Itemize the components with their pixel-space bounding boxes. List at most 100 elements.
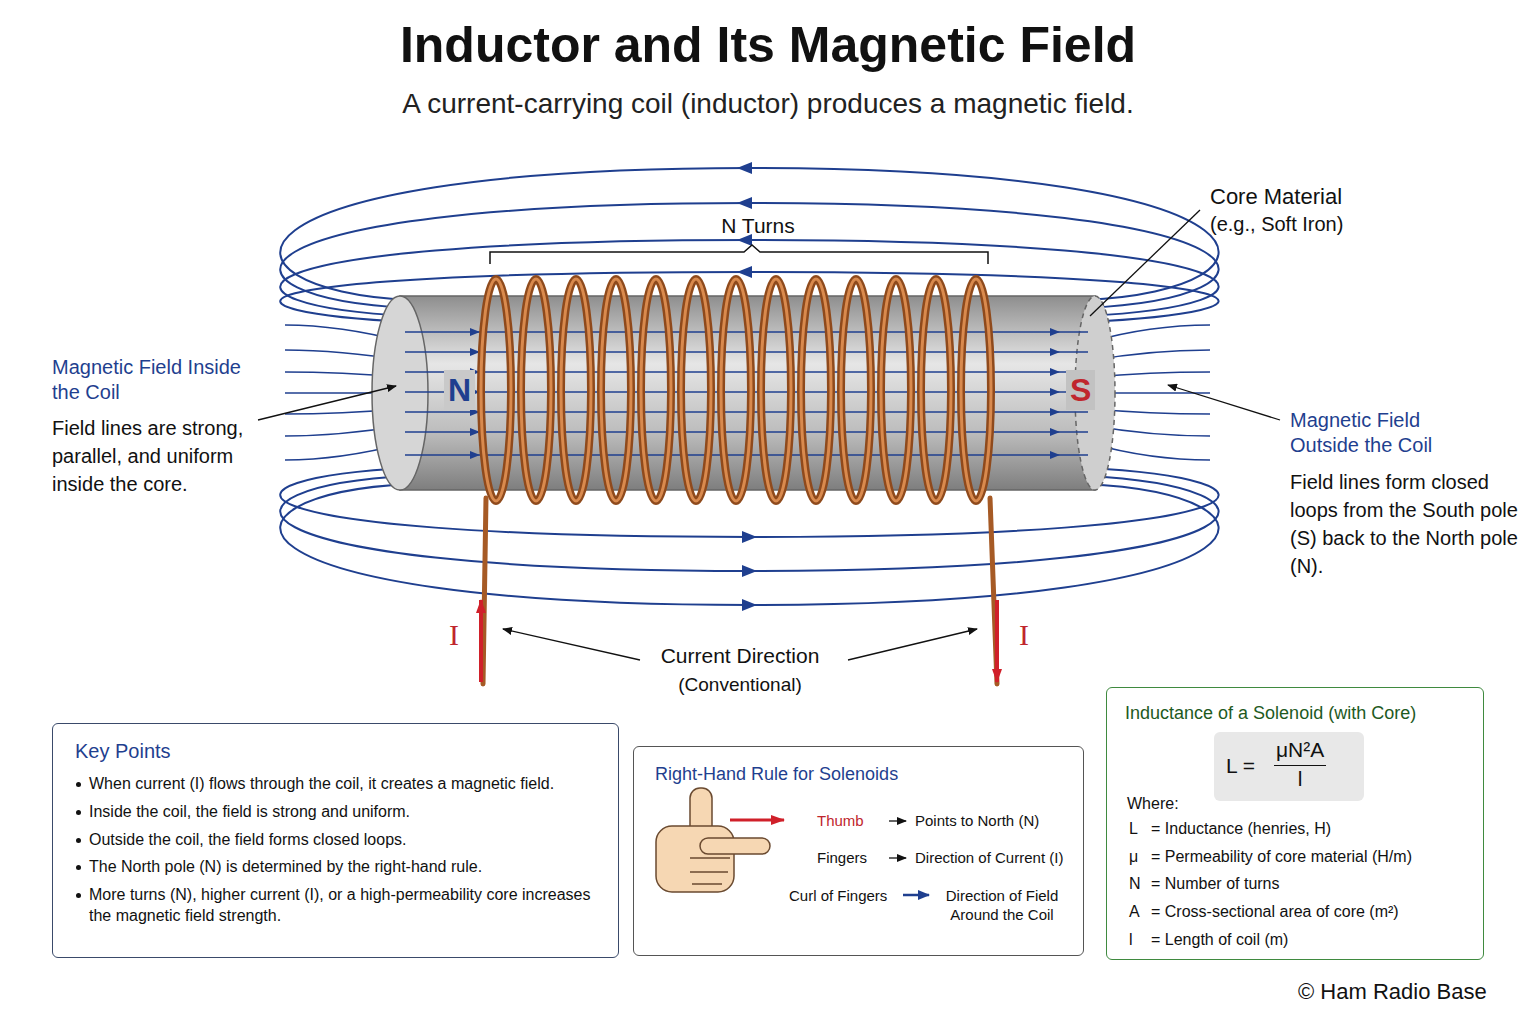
n-turns-bracket: [490, 245, 988, 264]
coil-windings: [601, 279, 631, 501]
coil-windings: [641, 279, 671, 501]
bullet-text: Inside the coil, the field is strong and…: [89, 802, 598, 823]
coil-leads: [483, 498, 997, 684]
core-label: Core Material: [1210, 183, 1342, 211]
coil-windings: [721, 279, 751, 501]
bullet-item: The North pole (N) is determined by the …: [75, 857, 598, 878]
outer-field-lines: [737, 197, 752, 209]
inner-field-lines: [1050, 328, 1060, 336]
inner-field-lines: [1050, 388, 1060, 396]
outer-field-lines: [742, 565, 757, 577]
definition: = Number of turns: [1151, 874, 1280, 894]
callout-body: Field lines form closed loops from the S…: [1290, 468, 1518, 580]
where-label: Where:: [1127, 794, 1179, 814]
bullet-text: The North pole (N) is determined by the …: [89, 857, 598, 878]
inner-field-lines: [470, 451, 480, 459]
coil-windings: [801, 279, 831, 501]
coil-leads: [483, 498, 486, 684]
outer-field-lines: [280, 203, 1218, 308]
n-turns-bracket: [490, 245, 988, 264]
symbol: N: [1129, 874, 1141, 894]
leader-lines: [503, 629, 640, 660]
outer-field-lines: [280, 168, 1218, 300]
coil-windings: [641, 279, 671, 501]
definition: = Permeability of core material (H/m): [1151, 847, 1412, 867]
coil-windings: [481, 279, 511, 501]
current-arrows: [481, 600, 997, 682]
rule-arrows: [730, 819, 784, 822]
current-note: (Conventional): [630, 673, 850, 697]
symbol: μ: [1129, 847, 1138, 867]
watermark: © Ham Radio Base: [1298, 978, 1487, 1006]
callout-body: Field lines are strong, parallel, and un…: [52, 414, 257, 498]
coil-windings: [881, 279, 911, 501]
box-heading: Key Points: [75, 738, 598, 764]
bullet-text: More turns (N), higher current (I), or a…: [89, 885, 598, 927]
bullet-dot: [76, 865, 81, 870]
title: Inductor and Its Magnetic Field: [118, 14, 1418, 77]
bullet-item: Outside the coil, the field forms closed…: [75, 830, 598, 851]
coil-windings: [681, 279, 711, 501]
inner-field-lines: [470, 328, 480, 336]
outer-field-lines: [280, 162, 1218, 611]
right-hand-icon: [656, 788, 770, 892]
symbol: A: [1129, 902, 1140, 922]
core-note: (e.g., Soft Iron): [1210, 212, 1343, 237]
coil-windings: [561, 279, 591, 501]
leader-lines: [1168, 385, 1280, 420]
callout-heading: Magnetic Field Outside the Coil: [1290, 408, 1480, 458]
core-cylinder: [372, 296, 428, 490]
coil-windings: [801, 279, 831, 501]
leader-lines: [258, 210, 1280, 660]
right-hand-icon: [700, 838, 770, 854]
symbol: L: [1129, 819, 1138, 839]
bullet-text: When current (I) flows through the coil,…: [89, 774, 598, 795]
rule-term: Thumb: [817, 812, 864, 831]
inner-field-lines: [1050, 348, 1060, 356]
formula-panel: L =μN²Al: [1214, 732, 1364, 801]
leader-lines: [1090, 210, 1200, 316]
current-label: Current Direction: [615, 643, 865, 669]
coil-windings: [841, 279, 871, 501]
bullet-dot: [76, 782, 81, 787]
box-heading: Inductance of a Solenoid (with Core): [1125, 702, 1416, 725]
rule-arrows: [903, 894, 929, 897]
leader-lines: [258, 386, 396, 420]
coil-windings: [481, 279, 511, 501]
coil-windings: [721, 279, 751, 501]
rule-meaning: Points to North (N): [915, 812, 1039, 831]
coil-windings: [481, 279, 991, 501]
definition: = Cross-sectional area of core (m²): [1151, 902, 1399, 922]
definition: = Inductance (henries, H): [1151, 819, 1331, 839]
formula-term: μN²A: [1276, 737, 1324, 763]
coil-windings: [961, 279, 991, 501]
coil-windings: [561, 279, 591, 501]
coil-windings: [521, 279, 551, 501]
bullet-dot: [76, 893, 81, 898]
coil-windings: [961, 279, 991, 501]
coil-leads: [990, 498, 997, 684]
bullet-item: When current (I) flows through the coil,…: [75, 774, 598, 795]
outer-field-lines: [742, 599, 757, 611]
box-heading: Right-Hand Rule for Solenoids: [655, 763, 898, 786]
bullet-text: Outside the coil, the field forms closed…: [89, 830, 598, 851]
definition: = Length of coil (m): [1151, 930, 1288, 950]
coil-windings: [761, 279, 791, 501]
callout-heading: Magnetic Field Inside the Coil: [52, 355, 242, 405]
inner-field-lines: [1050, 428, 1060, 436]
symbol: l: [1129, 930, 1133, 950]
rule-arrows: [730, 820, 929, 895]
rule-meaning: Direction of Field Around the Coil: [932, 887, 1072, 925]
key-points-box: Key PointsWhen current (I) flows through…: [52, 723, 619, 958]
pole-label: S: [1066, 370, 1095, 410]
coil-windings: [521, 279, 551, 501]
current-arrows: [479, 600, 483, 682]
rule-term: Fingers: [817, 849, 867, 868]
current-symbol: I: [1019, 616, 1029, 654]
outer-field-lines: [737, 162, 752, 174]
coil-windings: [921, 279, 951, 501]
formula-term: L =: [1226, 753, 1255, 779]
coil-windings: [921, 279, 951, 501]
bullet-item: Inside the coil, the field is strong and…: [75, 802, 598, 823]
